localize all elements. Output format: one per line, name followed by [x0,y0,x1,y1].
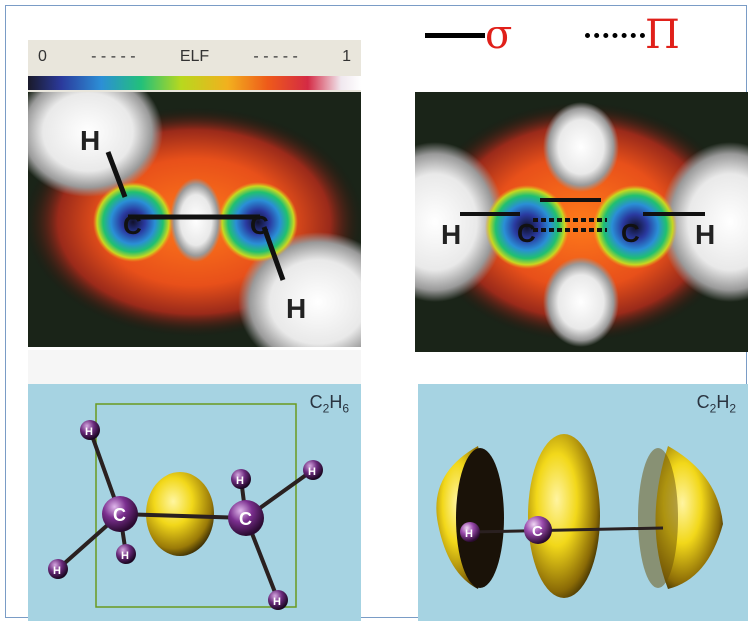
atom-label-c: C [239,509,252,529]
elf-max-label: 1 [342,48,351,65]
formula-h: H [716,392,730,412]
hydrogen-atom [116,544,136,564]
ethylene-elf-svg: H C C H [415,92,748,352]
atom-label-c: C [621,218,640,248]
elf-scale-labels: 0 - - - - - ELF - - - - - 1 [38,46,351,68]
bond-lobe [528,434,600,598]
legend-sigma: σ [425,10,512,60]
pi-dotted-line-icon [585,32,645,38]
atom-label-h: H [273,596,281,608]
sigma-symbol: σ [485,12,513,58]
hydrogen-atom [48,559,68,579]
formula-subscript: 2 [709,401,717,416]
atom-label-c: C [517,218,536,248]
hydrogen-atom [231,469,251,489]
atom-label-h: H [121,550,129,562]
bond-line [105,151,128,198]
carbon-atom [102,496,138,532]
elf-min-label: 0 [38,48,47,65]
hydrogen-atom [303,460,323,480]
atom-label-c: C [113,505,126,525]
c2h6-model-svg: C C H H H H H H [48,403,323,610]
atom-label-h: H [80,125,100,156]
elf-scale: 0 - - - - - ELF - - - - - 1 [28,40,361,92]
atom-label-c: C [123,210,142,240]
hydrogen-atom [460,522,480,542]
ethylene-elf-map: H C C H [415,92,748,352]
pi-symbol: Π [645,12,680,58]
divider-strip [28,350,361,384]
formula-c: C [696,392,710,412]
legend-pi: Π [585,10,680,60]
atom-label-c: C [532,523,543,540]
formula-subscript: 2 [729,401,736,416]
hydrogen-atom [80,420,100,440]
formula-c: C [309,392,323,412]
elf-dashes-left: - - - - - [91,48,136,65]
atom-label-h: H [308,466,316,478]
elf-dashes-right: - - - - - [253,48,298,65]
atom-label-h: H [236,475,244,487]
c2h6-model: C C H H H H H H C2H6 [28,384,361,621]
hydrogen-atom [268,590,288,610]
ethane-elf-map: H C C H [28,92,361,347]
c2h2-model: H C C2H2 [418,384,748,621]
atom-label-h: H [441,219,461,250]
atom-label-h: H [695,219,715,250]
sigma-line-icon [425,32,485,38]
ethane-elf-svg: H C C H [28,92,361,347]
carbon-atom [524,516,552,544]
c2h2-model-svg: H C [436,434,723,598]
formula-subscript: 6 [342,401,349,416]
elf-color-bar [28,76,361,90]
elf-mid-label: ELF [179,48,210,65]
atom-label-h: H [53,565,61,577]
formula-c2h6: C2H6 [310,392,349,416]
formula-h: H [329,392,343,412]
atom-label-h: H [465,528,473,540]
formula-subscript: 2 [322,401,330,416]
carbon-atom [228,500,264,536]
bond-line [261,226,286,281]
formula-c2h2: C2H2 [697,392,736,416]
atom-label-c: C [250,210,269,240]
atom-label-h: H [286,293,306,324]
atom-label-h: H [85,426,93,438]
